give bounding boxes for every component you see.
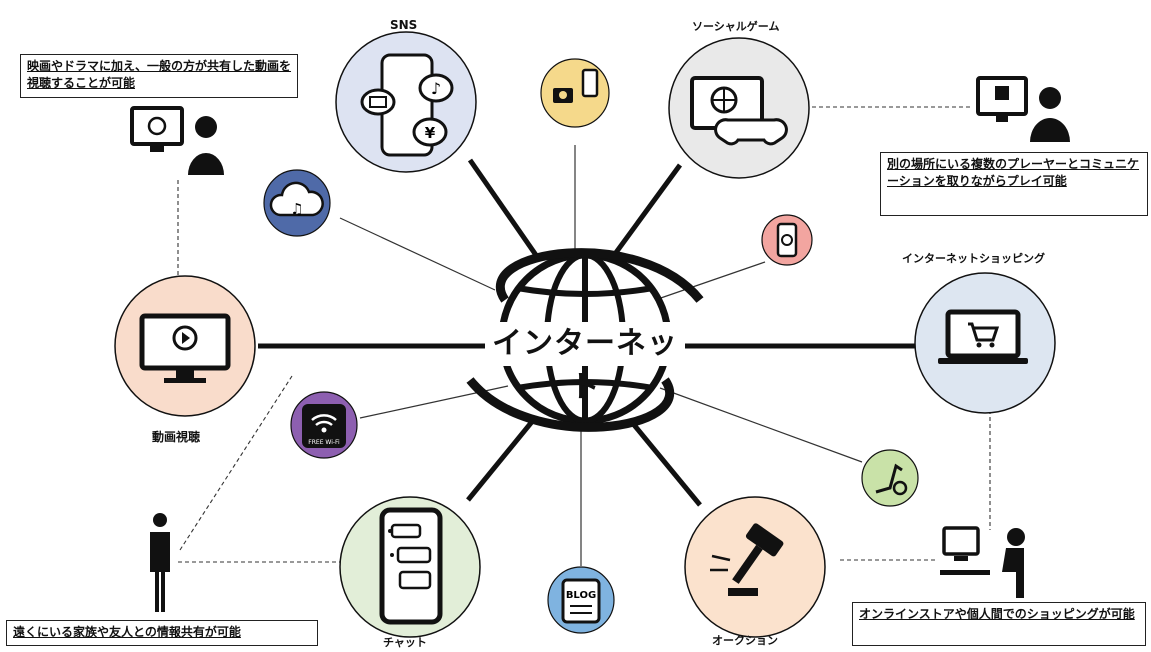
video-monitor-icon: [139, 313, 231, 371]
spoke-auction: [628, 418, 702, 507]
mail-bubble-icon: [360, 88, 396, 116]
shopping-note: オンラインストアや個人間でのショッピングが可能: [852, 602, 1146, 646]
fitness-icon: [861, 449, 919, 507]
chat-node: [339, 496, 481, 638]
blog-text: BLOG: [566, 590, 596, 601]
social-game-node: [668, 37, 810, 179]
photo-share-icon: [540, 58, 610, 128]
laptop-icon: [945, 309, 1021, 359]
auction-label: オークション: [712, 634, 778, 647]
video-node: [114, 275, 256, 417]
auction-circle: [684, 496, 826, 638]
spoke-fitness: [659, 387, 863, 463]
internet-label: インターネット: [485, 322, 685, 405]
spoke-cloud-music: [339, 217, 496, 291]
free-wifi-icon: FREE Wi-Fi: [290, 391, 358, 459]
dashed-connectors: [177, 106, 991, 563]
shopping-user-icon: [940, 526, 1025, 598]
svg-text:¥: ¥: [425, 124, 436, 142]
sns-label: SNS: [390, 18, 418, 32]
social-game-label: ソーシャルゲーム: [692, 20, 780, 33]
spoke-chat: [466, 416, 537, 502]
yen-bubble-icon: [412, 117, 448, 147]
video-label: 動画視聴: [152, 430, 201, 444]
cart-icon: [968, 322, 1000, 342]
shopping-node: [914, 272, 1056, 414]
gamepad-icon: [714, 118, 788, 146]
video-user-icon: [130, 106, 224, 175]
free-wifi-text: FREE Wi-Fi: [308, 439, 340, 446]
auction-node: [684, 496, 826, 638]
svg-text:♪: ♪: [431, 79, 441, 98]
video-note: 映画やドラマに加え、一般の方が共有した動画を視聴することが可能: [20, 54, 298, 98]
spoke-game: [609, 163, 683, 260]
chat-label: チャット: [383, 636, 427, 649]
game-user-icon: [976, 76, 1070, 142]
family-note: 遠くにいる家族や友人との情報共有が可能: [6, 620, 318, 646]
family-note-text: 遠くにいる家族や友人との情報共有が可能: [13, 625, 241, 639]
shopping-note-text: オンラインストアや個人間でのショッピングが可能: [859, 607, 1135, 621]
blog-icon: BLOG: [547, 566, 615, 634]
game-note: 別の場所にいる複数のプレーヤーとコミュニケーションを取りながらプレイ可能: [880, 152, 1148, 216]
cloud-music-icon: ♫: [263, 169, 331, 237]
main-spokes: [258, 158, 920, 507]
phone-sync-icon: [761, 214, 813, 266]
svg-text:♫: ♫: [290, 200, 303, 218]
spoke-sns: [467, 158, 541, 260]
video-note-text: 映画やドラマに加え、一般の方が共有した動画を視聴することが可能: [27, 59, 292, 90]
standing-person-icon: [150, 513, 170, 612]
shopping-label: インターネットショッピング: [902, 252, 1045, 265]
music-bubble-icon: [418, 73, 454, 103]
spoke-phone-sync: [654, 261, 766, 301]
gavel-icon: [732, 523, 784, 584]
game-note-text: 別の場所にいる複数のプレーヤーとコミュニケーションを取りながらプレイ可能: [887, 157, 1140, 188]
sns-node: ♪ ¥: [335, 31, 477, 173]
